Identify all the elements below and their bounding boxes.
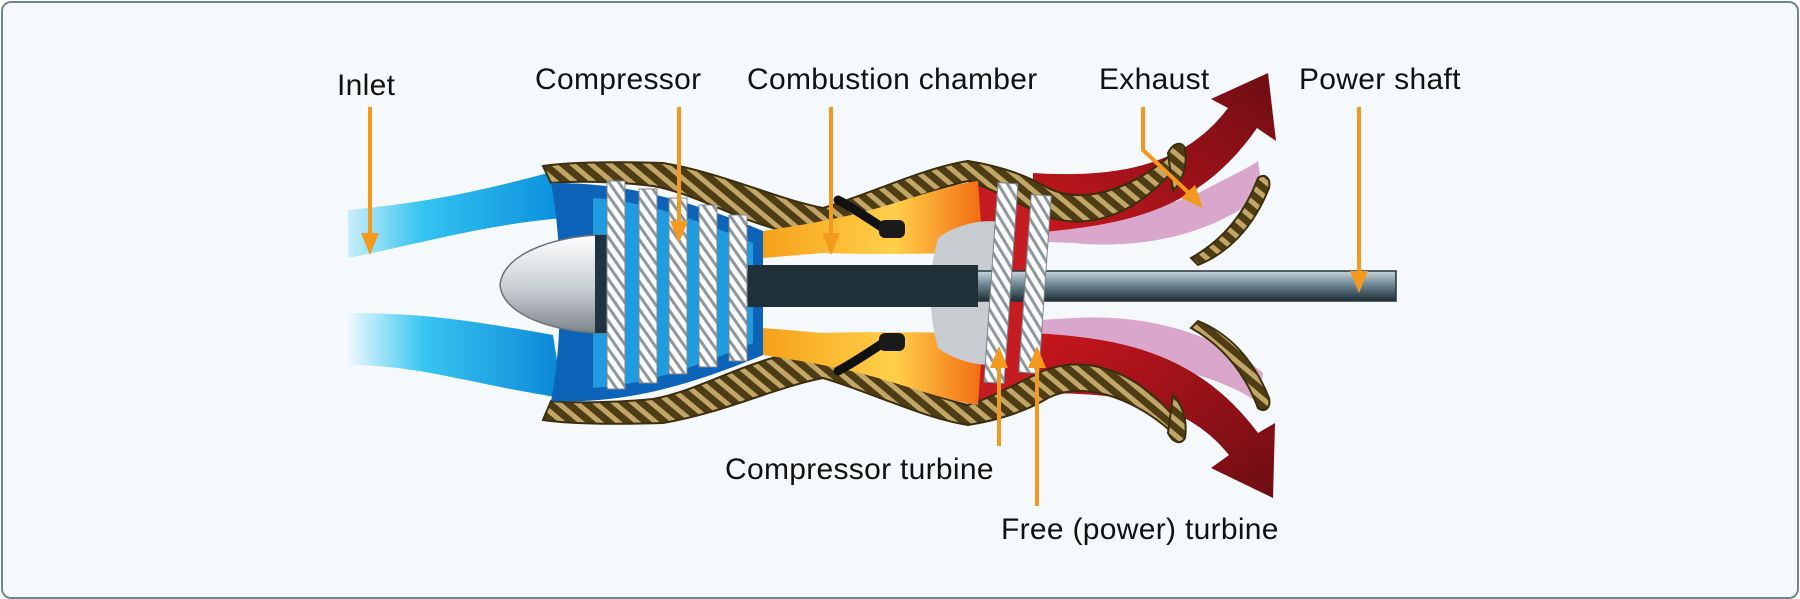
- inlet-airflow-bottom: [348, 313, 563, 398]
- label-exhaust: Exhaust: [1099, 63, 1210, 96]
- label-inlet: Inlet: [337, 69, 396, 102]
- label-compressor-turbine: Compressor turbine: [725, 453, 994, 486]
- compressor-blades-icon: [606, 180, 748, 390]
- turboshaft-engine-diagram: Inlet Compressor Combustion chamber Exha…: [337, 63, 1461, 546]
- nozzle-lip-bottom: [1166, 392, 1187, 444]
- label-power-shaft: Power shaft: [1299, 63, 1461, 96]
- exhaust-arrow-top: [1033, 73, 1276, 233]
- label-free-power-turbine: Free (power) turbine: [1001, 513, 1279, 546]
- compressor-shaft: [748, 265, 978, 307]
- nozzle-lip-bottom-outer: [1189, 319, 1271, 411]
- fuel-injector-icon: [833, 195, 905, 376]
- turbine-blades-icon: [983, 182, 1052, 384]
- label-combustion-chamber: Combustion chamber: [747, 63, 1038, 96]
- nose-hub: [595, 235, 609, 333]
- leader-lines: [361, 107, 1368, 506]
- label-compressor: Compressor: [535, 63, 701, 96]
- nose-cone-icon: [499, 234, 604, 334]
- combustion-flame-bottom: [763, 328, 983, 405]
- inlet-airflow-top: [348, 173, 563, 258]
- nozzle-lip-top-outer: [1189, 175, 1271, 267]
